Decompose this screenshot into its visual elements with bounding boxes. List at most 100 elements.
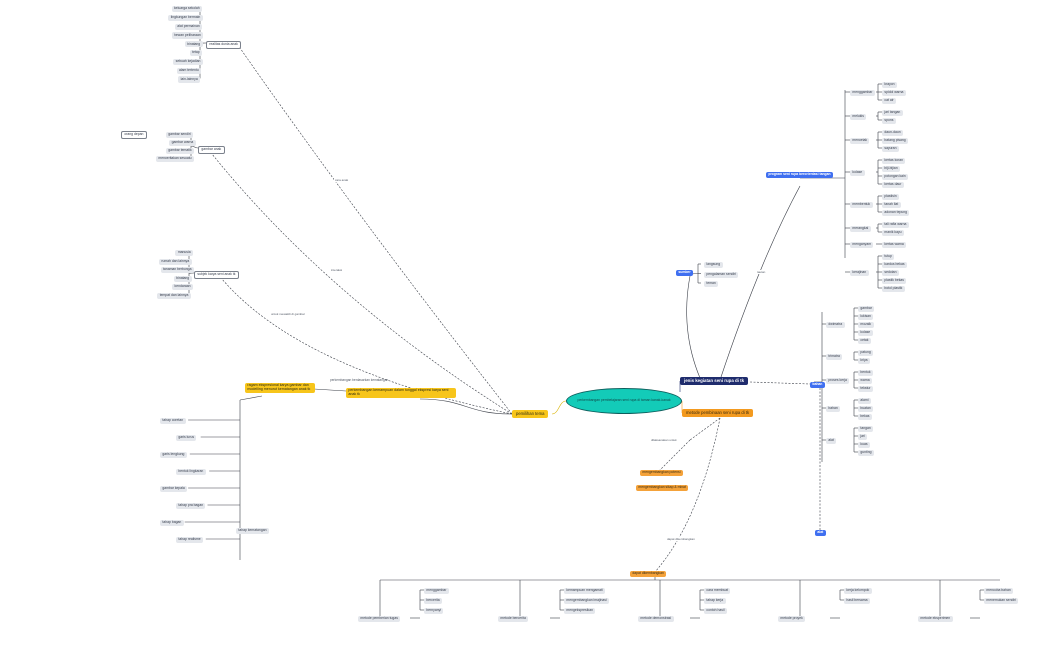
program-item[interactable]: sayuran <box>882 146 899 153</box>
left-tree-item[interactable]: bentuk lingkaran <box>176 469 206 476</box>
subjek-item[interactable]: tanaman berbunga <box>160 267 194 274</box>
bottom-item[interactable]: menemukan sendiri <box>984 598 1019 605</box>
gambar-note[interactable]: orang depan <box>121 131 147 140</box>
node-ragam[interactable]: ragam ekspresional karya gambar dan mode… <box>245 383 315 393</box>
realitas-item[interactable]: lain-lainnya <box>178 76 201 83</box>
bottom-group[interactable]: metode bercerita <box>498 616 529 623</box>
bottom-item[interactable]: mengembangkan imajinasi <box>564 598 610 605</box>
gambar-item[interactable]: gambar tematik <box>165 148 195 155</box>
program-item[interactable]: jari tangan <box>882 110 903 117</box>
left-tree-item[interactable]: tahap bagan <box>160 520 184 527</box>
realitas-item[interactable]: keluarga sekolah <box>171 6 203 13</box>
subjek-item[interactable]: binatang <box>173 275 192 282</box>
program-item[interactable]: potongan kain <box>882 174 909 181</box>
program-item[interactable]: sedotan <box>882 270 899 277</box>
bottom-item[interactable]: bercerita <box>424 598 442 605</box>
bottom-item[interactable]: contoh hasil <box>704 608 727 615</box>
program-item[interactable]: adonan tepung <box>882 210 910 217</box>
subjek-item[interactable]: rumah dan lainnya <box>158 258 192 265</box>
bottom-group[interactable]: metode eksperimen <box>918 616 953 623</box>
gambar-item[interactable]: gambar sendiri <box>165 132 194 139</box>
node-subjek[interactable]: subjek karya seni anak tk <box>194 271 239 280</box>
program-group[interactable]: menggambar <box>850 90 875 97</box>
program-item[interactable]: tutup <box>882 254 895 261</box>
program-group[interactable]: mencetak <box>850 138 870 145</box>
jenis-item[interactable]: warna <box>858 378 873 385</box>
program-item[interactable]: tali rafia warna <box>882 222 909 229</box>
node-tahap-kematangan[interactable]: tahap kematangan <box>236 528 269 535</box>
bottom-group[interactable]: metode proyek <box>778 616 806 623</box>
left-tree-item[interactable]: tahap coretan <box>160 418 186 425</box>
program-item[interactable]: tanah liat <box>882 202 901 209</box>
left-tree-item[interactable]: tahap realisme <box>176 537 204 544</box>
program-item[interactable]: cat air <box>882 98 897 105</box>
left-tree-item[interactable]: garis lengkung <box>160 452 187 459</box>
gambar-item[interactable]: gambar warna <box>169 140 196 147</box>
topic-pemilihan-tema[interactable]: pemilihan tema <box>512 410 549 419</box>
bottom-item[interactable]: menggambar <box>424 588 449 595</box>
jenis-item[interactable]: alami <box>858 398 871 405</box>
realitas-item[interactable]: alat permainan <box>174 23 203 30</box>
realitas-item[interactable]: hewan peliharaan <box>171 32 204 39</box>
jenis-hub-bahan[interactable]: bahan <box>810 382 825 389</box>
realitas-item[interactable]: tetap <box>189 50 203 57</box>
bottom-group[interactable]: metode demonstrasi <box>638 616 674 623</box>
node-realitas[interactable]: realitas dunia anak <box>206 41 242 50</box>
jenis-group[interactable]: alat <box>826 438 837 445</box>
program-group[interactable]: merangkai <box>850 226 871 233</box>
jenis-item[interactable]: gambar <box>858 306 875 313</box>
jenis-item[interactable]: buatan <box>858 406 874 413</box>
sumber-item[interactable]: langsung <box>704 262 723 269</box>
program-group[interactable]: melukis <box>850 114 867 121</box>
realitas-item[interactable]: lingkungan bermain <box>168 14 203 21</box>
topic-sumber[interactable]: sumber <box>676 270 694 277</box>
bottom-item[interactable]: mencoba bahan <box>984 588 1014 595</box>
left-tree-item[interactable]: garis lurus <box>176 435 197 442</box>
bottom-item[interactable]: kerja kelompok <box>844 588 872 595</box>
program-group[interactable]: menganyam <box>850 242 874 249</box>
node-perkembangan[interactable]: perkembangan kemampuan dalam tunggal eks… <box>346 388 456 398</box>
jenis-group[interactable]: proses kerja <box>826 378 850 385</box>
left-tree-item[interactable]: gambar kepala <box>160 486 188 493</box>
program-item[interactable]: krayon <box>882 82 897 89</box>
jenis-item[interactable]: gunting <box>858 450 874 457</box>
realitas-item[interactable]: sebuah kejadian <box>173 58 203 65</box>
sumber-item[interactable]: pengalaman sendiri <box>704 271 739 278</box>
node-kematangan[interactable]: perkembangan berdasarkan kematangan <box>330 378 389 382</box>
jenis-item[interactable]: cetak <box>858 338 871 345</box>
program-item[interactable]: spons <box>882 118 896 125</box>
subjek-item[interactable]: manusia <box>175 250 194 257</box>
jenis-item[interactable]: kuas <box>858 442 870 449</box>
jenis-group[interactable]: trimatra <box>826 354 843 361</box>
jenis-item[interactable]: mozaik <box>858 322 874 329</box>
bottom-item[interactable]: tahap kerja <box>704 598 726 605</box>
realitas-item[interactable]: binatang <box>184 41 203 48</box>
program-item[interactable]: biji-bijian <box>882 166 900 173</box>
node-mengembangkan-potensi[interactable]: mengembangkan potensi <box>640 470 683 477</box>
topic-program[interactable]: program seni rupa berorientasi tangan <box>766 172 833 179</box>
central-topic[interactable]: perkembangan pembelajaran seni rupa di t… <box>566 388 682 414</box>
program-item[interactable]: batang pisang <box>882 138 909 145</box>
topic-metode-pembinaan[interactable]: metode pembinaan seni rupa di tk <box>682 409 754 418</box>
program-group[interactable]: membentuk <box>850 202 873 209</box>
node-gambar-anak[interactable]: gambar anak <box>198 146 225 155</box>
program-group[interactable]: kerajinan <box>850 270 869 277</box>
topic-jenis-kegiatan[interactable]: jenis kegiatan seni rupa di tk <box>680 377 749 386</box>
bottom-item[interactable]: mengekspresikan <box>564 608 596 615</box>
bottom-item[interactable]: kemampuan mengamati <box>564 588 606 595</box>
program-item[interactable]: kertas warna <box>882 242 907 249</box>
gambar-item[interactable]: menceritakan sesuatu <box>156 156 194 163</box>
subjek-item[interactable]: tempat dan lainnya <box>157 292 191 299</box>
jenis-item[interactable]: lukisan <box>858 314 874 321</box>
jenis-item[interactable]: bekas <box>858 414 872 421</box>
jenis-item[interactable]: tekstur <box>858 386 873 393</box>
subjek-item[interactable]: kendaraan <box>172 284 193 291</box>
program-item[interactable]: kertas daur <box>882 182 904 189</box>
program-group[interactable]: kolase <box>850 170 865 177</box>
program-item[interactable]: spidol warna <box>882 90 906 97</box>
jenis-group[interactable]: dwimatra <box>826 322 845 329</box>
sumber-item[interactable]: teman <box>704 281 719 288</box>
node-mengembangkan-sikap[interactable]: mengembangkan sikap & minat <box>636 485 689 492</box>
jenis-hub-alat[interactable]: alat <box>815 530 826 537</box>
